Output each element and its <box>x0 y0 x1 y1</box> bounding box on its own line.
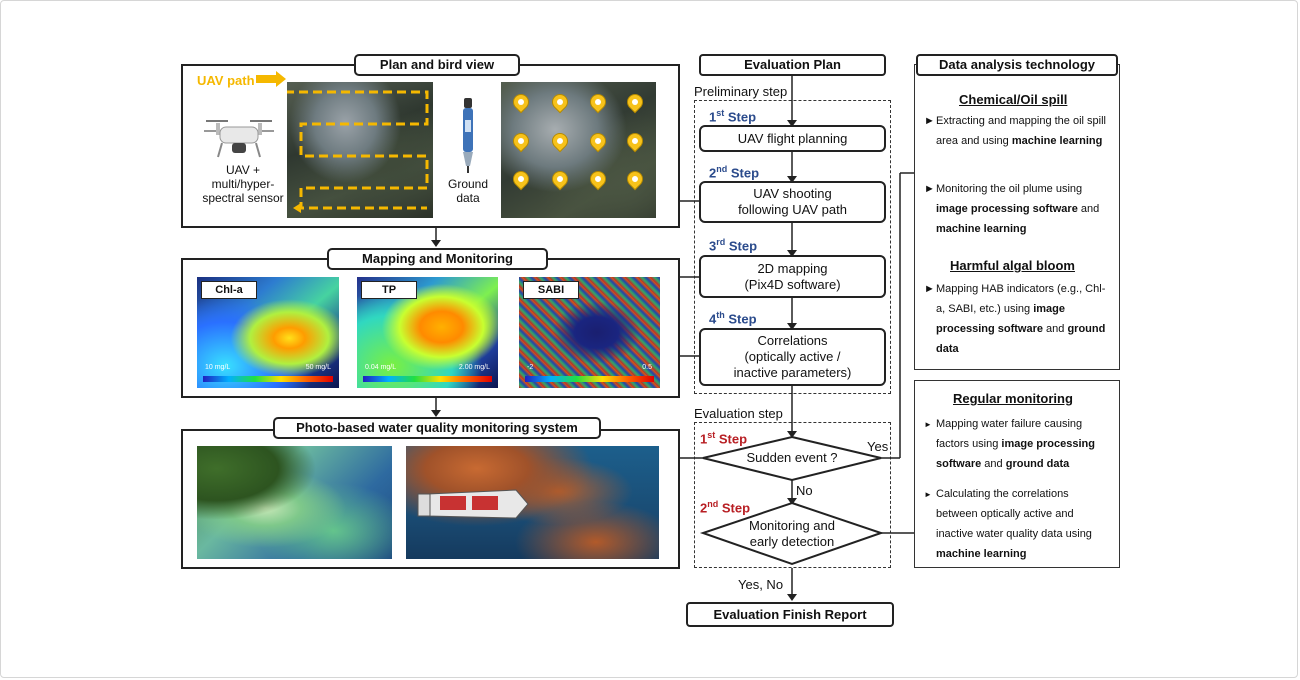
evaluation-plan-box: Evaluation Plan <box>699 54 886 76</box>
mapping-title: Mapping and Monitoring <box>327 248 548 270</box>
flight-path-overlay <box>287 90 429 213</box>
sabi-colorbar: -2 0.5 <box>525 364 654 382</box>
chl-a-scale-min: 10 mg/L <box>205 364 231 371</box>
regular-panel <box>914 380 1120 568</box>
finish-report-box: Evaluation Finish Report <box>686 602 894 627</box>
ground-data-label: Ground data <box>447 177 489 205</box>
chem-item-2: ► Monitoring the oil plume using image p… <box>924 183 1100 235</box>
monitoring-text: Monitoring and early detection <box>749 518 835 549</box>
step1-label: 1st Step <box>709 108 757 125</box>
uav-path-arrow-icon <box>256 71 286 87</box>
tp-tag: TP <box>361 281 417 299</box>
uav-sensor-label: UAV + multi/hyper- spectral sensor <box>202 163 284 205</box>
tp-scale-min: 0.04 mg/L <box>365 364 397 371</box>
estep2-label: 2nd Step <box>700 499 751 516</box>
sabi-map: SABI -2 0.5 <box>519 277 660 388</box>
ground-sensor-pen-icon <box>463 98 473 173</box>
hab-item-1: ► Mapping HAB indicators (e.g., Chl-a, S… <box>924 283 1106 355</box>
evaluation-step-label: Evaluation step <box>694 406 783 421</box>
hab-heading: Harmful algal bloom <box>950 258 1075 273</box>
step4-label: 4th Step <box>709 310 757 327</box>
bullet-arrow-icon: ► <box>924 183 935 195</box>
step2-label: 2nd Step <box>709 164 760 181</box>
algal-bloom-photo <box>197 446 392 559</box>
aerial-photo-sampling-points <box>501 82 656 218</box>
photo-title: Photo-based water quality monitoring sys… <box>273 417 601 439</box>
bullet-arrow-icon: ► <box>924 420 932 429</box>
estep1-label: 1st Step <box>700 430 748 447</box>
sabi-scale-min: -2 <box>527 364 534 371</box>
chem-heading: Chemical/Oil spill <box>959 92 1068 107</box>
chl-a-scale-max: 50 mg/L <box>305 364 331 371</box>
tanker-ship-icon <box>417 489 529 519</box>
aerial-photo-flight-path <box>287 82 433 218</box>
chl-a-tag: Chl-a <box>201 281 257 299</box>
step3-label: 3rd Step <box>709 237 758 254</box>
chl-a-map: Chl-a 10 mg/L 50 mg/L <box>197 277 339 388</box>
sudden-event-text: Sudden event ? <box>746 450 838 465</box>
sabi-scale-max: 0.5 <box>642 364 652 371</box>
tp-scale-max: 2.00 mg/L <box>458 364 490 371</box>
tp-colorbar: 0.04 mg/L 2.00 mg/L <box>363 364 492 382</box>
uav-path-label: UAV path <box>197 73 255 88</box>
sudden-event-diamond <box>702 435 882 482</box>
tp-map: TP 0.04 mg/L 2.00 mg/L <box>357 277 498 388</box>
chl-a-colorbar: 10 mg/L 50 mg/L <box>203 364 333 382</box>
yes-label: Yes <box>867 439 889 454</box>
regular-heading: Regular monitoring <box>953 391 1073 406</box>
sabi-tag: SABI <box>523 281 579 299</box>
regular-item-2: ► Calculating the correlations between o… <box>924 488 1092 560</box>
monitoring-diamond <box>699 501 885 566</box>
bullet-arrow-icon: ► <box>924 283 935 295</box>
drone-icon <box>204 120 274 158</box>
regular-item-1: ► Mapping water failure causing factors … <box>924 418 1095 470</box>
bullet-arrow-icon: ► <box>924 490 932 499</box>
bullet-arrow-icon: ► <box>924 115 935 127</box>
2d-mapping-box: 2D mapping (Pix4D software) <box>699 255 886 298</box>
plan-title: Plan and bird view <box>354 54 520 76</box>
no-label: No <box>796 483 813 498</box>
tech-panel <box>914 64 1120 370</box>
uav-shooting-box: UAV shooting following UAV path <box>699 181 886 223</box>
tech-title: Data analysis technology <box>916 54 1118 76</box>
yes-no-label: Yes, No <box>738 577 784 592</box>
chem-item-1: ► Extracting and mapping the oil spill a… <box>924 115 1106 147</box>
left-arrows <box>431 228 441 417</box>
preliminary-step-label: Preliminary step <box>694 84 788 99</box>
oil-spill-ship-photo <box>406 446 659 559</box>
uav-flight-planning-box: UAV flight planning <box>699 125 886 152</box>
